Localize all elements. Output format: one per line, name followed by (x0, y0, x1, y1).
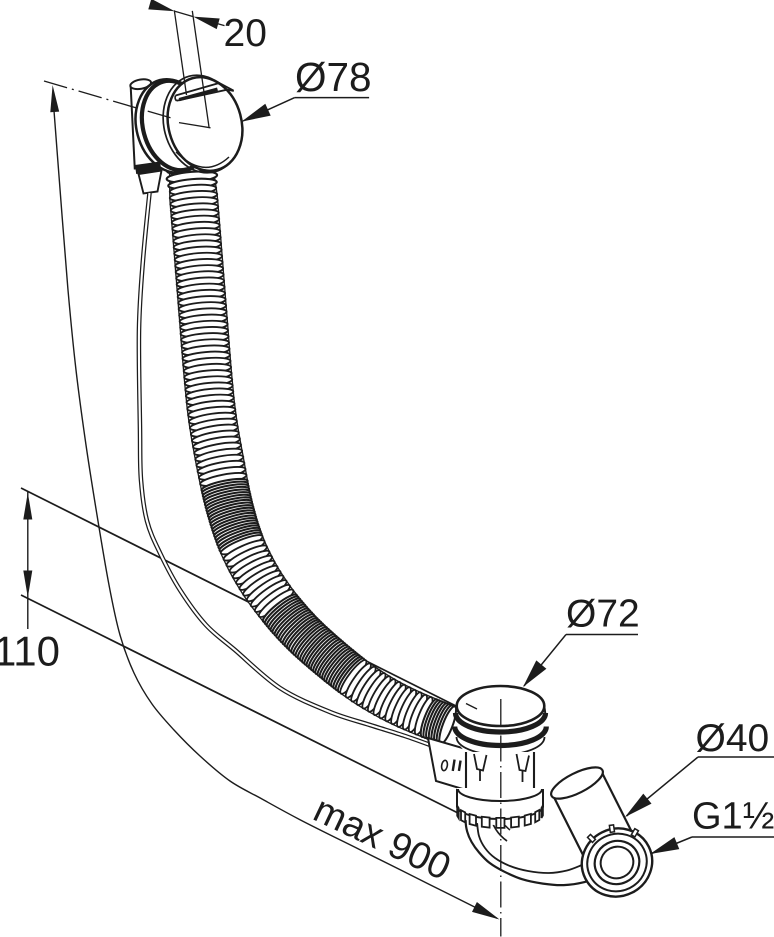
svg-text:20: 20 (224, 12, 267, 55)
svg-text:Ø78: Ø78 (295, 54, 372, 100)
svg-text:Ø72: Ø72 (566, 593, 640, 636)
svg-text:Ø40: Ø40 (696, 717, 770, 760)
svg-text:G1½: G1½ (692, 796, 774, 838)
svg-text:110: 110 (0, 628, 60, 675)
